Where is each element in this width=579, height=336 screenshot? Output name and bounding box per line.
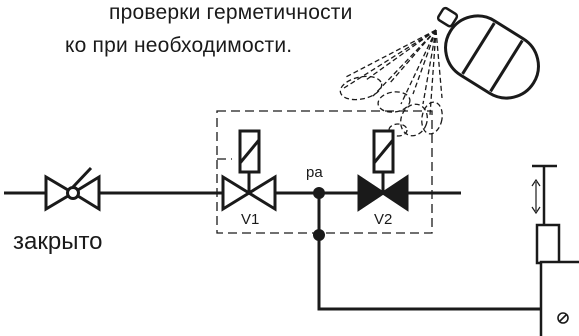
gauge-dial-icon: [557, 312, 569, 324]
vertical-motion-arrow-icon: [531, 178, 541, 215]
valve-1-label: V1: [241, 211, 259, 228]
junction-pa: [313, 187, 325, 199]
spray-jets: [339, 29, 443, 137]
valve-2-label: V2: [374, 211, 392, 228]
header-text-line-2: ко при необходимости.: [65, 34, 293, 57]
header-text-line-1: проверки герметичности: [109, 1, 353, 24]
branch-pipe: [317, 193, 541, 311]
closed-valve-label: закрыто: [13, 228, 103, 255]
junction-branch: [313, 229, 325, 241]
solenoid-valve-v1: [221, 129, 277, 212]
pressure-label: pa: [306, 164, 323, 181]
solenoid-valve-v2: [357, 129, 409, 212]
manual-valve-closed: [44, 166, 101, 212]
spray-can-icon: [436, 6, 540, 100]
test-apparatus: [532, 164, 579, 336]
